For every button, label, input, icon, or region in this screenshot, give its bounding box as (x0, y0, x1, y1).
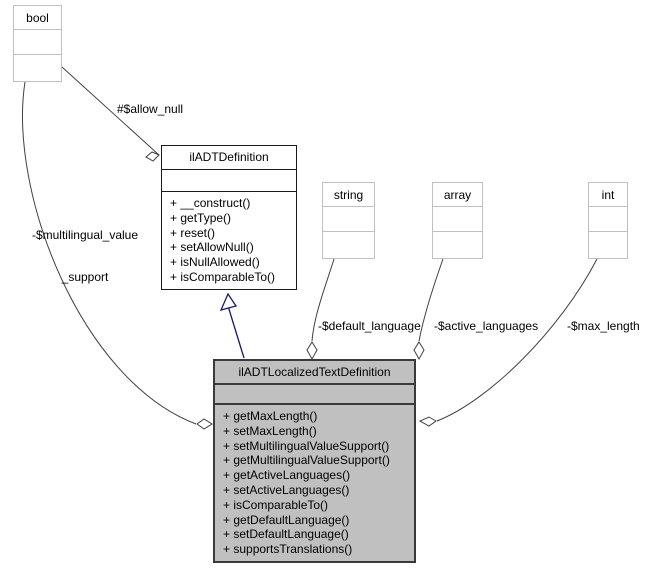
member-row: + setDefaultLanguage() (223, 527, 349, 542)
member-row: + getMultilingualValueSupport() (223, 453, 390, 468)
member-row: + setMaxLength() (223, 423, 317, 438)
node-int[interactable]: int (588, 182, 628, 259)
node-iladtlocalizedtextdefinition-operations: + getMaxLength() + setMaxLength() + setM… (215, 405, 414, 561)
node-bool-attributes (14, 30, 61, 55)
node-bool[interactable]: bool (13, 5, 62, 82)
node-iladtdefinition-attributes (162, 170, 296, 192)
node-int-title: int (589, 183, 627, 207)
edge-generalization (219, 292, 245, 359)
node-string-operations (323, 232, 374, 257)
member-row: + reset() (170, 225, 216, 240)
node-iladtdefinition[interactable]: ilADTDefinition + __construct() + getTyp… (161, 145, 297, 290)
node-iladtlocalizedtextdefinition[interactable]: ilADTLocalizedTextDefinition + getMaxLen… (213, 359, 416, 563)
member-row: + getDefaultLanguage() (223, 512, 350, 527)
member-row: + __construct() (170, 196, 251, 210)
edge-label-line: -$multilingual_value (31, 228, 139, 242)
node-array[interactable]: array (432, 182, 483, 259)
node-string-title: string (323, 183, 374, 207)
node-int-attributes (589, 207, 627, 232)
node-iladtdefinition-title: ilADTDefinition (162, 146, 296, 170)
node-bool-title: bool (14, 6, 61, 30)
node-int-operations (589, 232, 627, 257)
member-row: + setAllowNull() (170, 240, 254, 255)
edge-label-max-length: -$max_length (567, 319, 640, 333)
node-array-operations (433, 232, 482, 257)
member-row: + setActiveLanguages() (223, 482, 350, 497)
member-row: + supportsTranslations() (223, 542, 353, 557)
node-array-title: array (433, 183, 482, 207)
node-bool-operations (14, 55, 61, 80)
member-row: + isNullAllowed() (170, 255, 260, 270)
node-iladtlocalizedtextdefinition-title: ilADTLocalizedTextDefinition (215, 361, 414, 385)
member-row: + getType() (170, 210, 232, 225)
member-row: + setMultilingualValueSupport() (223, 438, 390, 453)
node-iladtlocalizedtextdefinition-attributes (215, 385, 414, 405)
node-string[interactable]: string (322, 182, 375, 259)
edge-max-length (418, 258, 598, 427)
member-row: + getMaxLength() (223, 409, 318, 423)
edge-label-active-languages: -$active_languages (434, 319, 539, 333)
node-string-attributes (323, 207, 374, 232)
edge-label-allow-null: #$allow_null (117, 102, 184, 116)
edge-label-line: _support (61, 270, 109, 284)
edge-label-multilingual-value-support: -$multilingual_value _support (26, 200, 144, 312)
node-iladtdefinition-operations: + __construct() + getType() + reset() + … (162, 192, 296, 289)
edge-active-languages (413, 258, 444, 361)
member-row: + isComparableTo() (223, 497, 329, 512)
member-row: + getActiveLanguages() (223, 468, 351, 483)
node-array-attributes (433, 207, 482, 232)
edge-label-default-language: -$default_language (318, 319, 421, 333)
edge-default-language (306, 258, 335, 361)
member-row: + isComparableTo() (170, 269, 276, 284)
